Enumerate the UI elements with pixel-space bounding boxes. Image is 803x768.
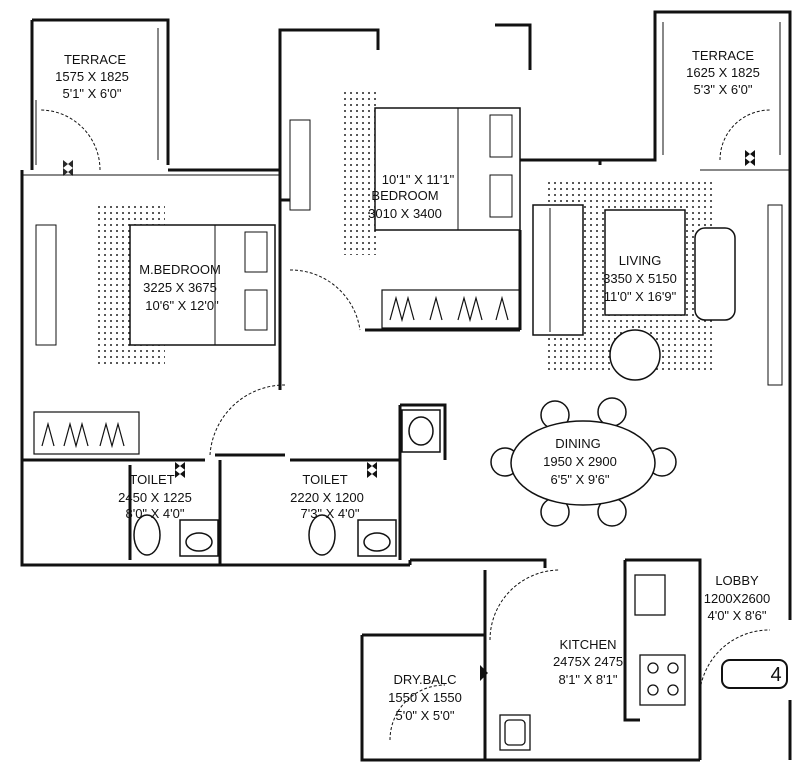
room-name: TERRACE bbox=[64, 52, 126, 67]
dining-table-icon bbox=[490, 397, 677, 527]
room-toilet-left: TOILET 2450 X 1225 8'0" X 4'0" bbox=[118, 472, 192, 521]
room-terrace-left: TERRACE 1575 X 1825 5'1" X 6'0" bbox=[55, 52, 129, 101]
room-size-mm: 1575 X 1825 bbox=[55, 69, 129, 84]
room-dining: DINING 1950 X 2900 6'5" X 9'6" bbox=[543, 436, 617, 487]
room-kitchen: KITCHEN 2475X 2475 8'1" X 8'1" bbox=[553, 637, 623, 687]
bed-icon bbox=[340, 90, 521, 255]
toilet-icon bbox=[133, 514, 336, 556]
walls bbox=[20, 10, 792, 762]
door-swing-icon bbox=[39, 109, 771, 741]
room-size-ft: 5'1" X 6'0" bbox=[62, 86, 121, 101]
room-size-mm: 2450 X 1225 bbox=[118, 490, 192, 505]
wardrobe-icon bbox=[381, 289, 521, 329]
room-name: DRY.BALC bbox=[393, 672, 456, 687]
sink-icon bbox=[499, 714, 531, 751]
washbasin-icon bbox=[179, 409, 441, 557]
room-terrace-right: TERRACE 1625 X 1825 5'3" X 6'0" bbox=[686, 48, 760, 97]
room-name: TERRACE bbox=[692, 48, 754, 63]
room-size-ft: 6'5" X 9'6" bbox=[550, 472, 609, 487]
room-size-mm: 3010 X 3400 bbox=[368, 206, 442, 221]
room-size-ft: 5'3" X 6'0" bbox=[693, 82, 752, 97]
room-size-mm: 1950 X 2900 bbox=[543, 454, 617, 469]
stove-icon bbox=[634, 574, 686, 706]
room-lobby: LOBBY 1200X2600 4'0" X 8'6" bbox=[704, 573, 771, 623]
room-name: M.BEDROOM bbox=[139, 262, 221, 277]
room-size-mm: 3225 X 3675 bbox=[143, 280, 217, 295]
room-master-bedroom: M.BEDROOM 3225 X 3675 10'6" X 12'0" bbox=[139, 262, 221, 313]
room-dry-balcony: DRY.BALC 1550 X 1550 5'0" X 5'0" bbox=[388, 672, 462, 723]
room-size-ft: 8'0" X 4'0" bbox=[125, 506, 184, 521]
wardrobe-icon bbox=[33, 411, 140, 455]
room-toilet-right: TOILET 2220 X 1200 7'3" X 4'0" bbox=[290, 472, 364, 521]
room-size-mm: 1550 X 1550 bbox=[388, 690, 462, 705]
room-size-ft: 10'6" X 12'0" bbox=[145, 298, 219, 313]
room-size-ft: 10'1" X 11'1" bbox=[382, 172, 455, 187]
room-name: LIVING bbox=[619, 253, 662, 268]
room-size-mm: 2220 X 1200 bbox=[290, 490, 364, 505]
bed-icon bbox=[95, 205, 276, 365]
room-size-mm: 1625 X 1825 bbox=[686, 65, 760, 80]
room-size-mm: 1200X2600 bbox=[704, 591, 771, 606]
room-bedroom: 10'1" X 11'1" BEDROOM 3010 X 3400 bbox=[368, 172, 454, 221]
room-size-ft: 8'1" X 8'1" bbox=[558, 672, 617, 687]
sofa-icon bbox=[532, 180, 736, 381]
room-size-mm: 2475X 2475 bbox=[553, 654, 623, 669]
room-size-ft: 5'0" X 5'0" bbox=[395, 708, 454, 723]
room-name: TOILET bbox=[302, 472, 347, 487]
entrance-marker-label: 4 bbox=[770, 664, 781, 686]
room-size-mm: 3350 X 5150 bbox=[603, 271, 677, 286]
room-size-ft: 4'0" X 8'6" bbox=[707, 608, 766, 623]
windows bbox=[22, 22, 790, 386]
room-name: KITCHEN bbox=[559, 637, 616, 652]
entrance-marker: 4 bbox=[721, 659, 788, 689]
valve-icon bbox=[63, 150, 755, 681]
room-name: TOILET bbox=[129, 472, 174, 487]
room-living: LIVING 3350 X 5150 11'0" X 16'9" bbox=[603, 253, 677, 304]
room-name: DINING bbox=[555, 436, 601, 451]
room-size-ft: 7'3" X 4'0" bbox=[300, 506, 359, 521]
room-name: LOBBY bbox=[715, 573, 759, 588]
room-name: BEDROOM bbox=[371, 188, 438, 203]
room-size-ft: 11'0" X 16'9" bbox=[604, 289, 677, 304]
